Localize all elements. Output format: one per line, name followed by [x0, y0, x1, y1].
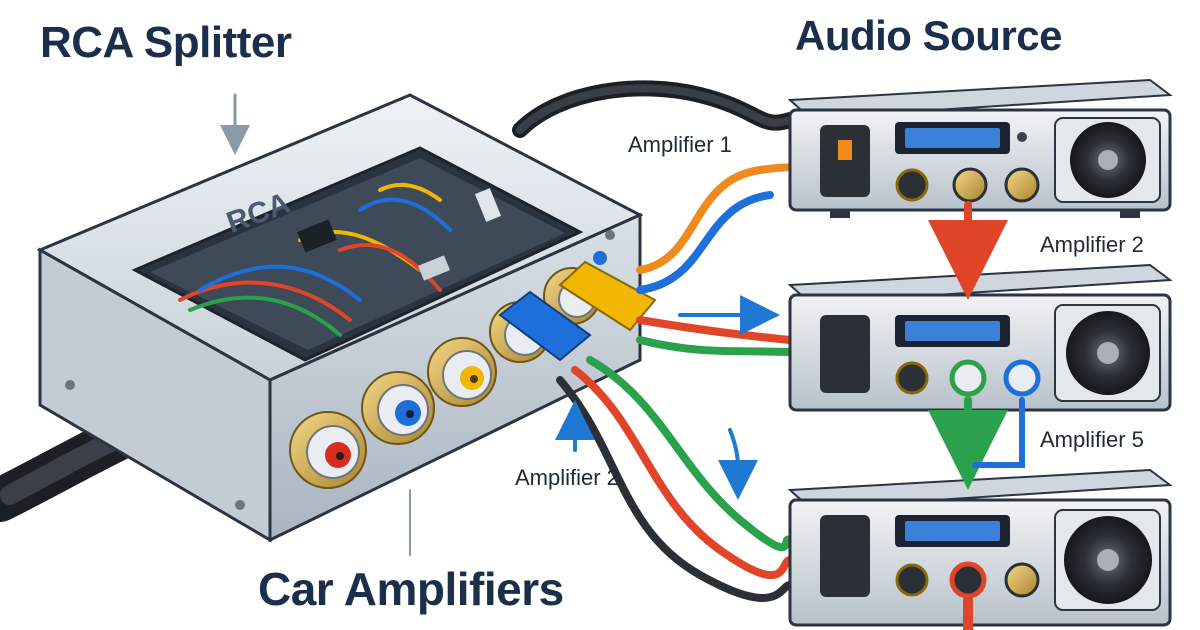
plugged-connectors [498, 260, 657, 362]
label-amplifier-5: Amplifier 5 [1040, 427, 1144, 452]
rca-jack-red [289, 411, 367, 489]
title-car-amplifiers: Car Amplifiers [258, 563, 564, 615]
label-amplifier-1: Amplifier 1 [628, 132, 732, 157]
audio-source-unit [787, 78, 1173, 218]
background-cables [512, 80, 798, 138]
rca-jack-blue [361, 371, 435, 445]
title-audio-source: Audio Source [795, 12, 1063, 59]
label-amplifier-2-center: Amplifier 2 [515, 465, 619, 490]
label-amplifier-2-right: Amplifier 2 [1040, 232, 1144, 257]
amplifier-unit-bottom [787, 468, 1173, 627]
amplifier-unit-middle [787, 263, 1173, 412]
title-rca-splitter: RCA Splitter [40, 18, 292, 67]
rca-jack-yellow [427, 337, 497, 407]
daisy-chain-cables [928, 201, 1025, 630]
annotation-arrows [220, 93, 780, 556]
